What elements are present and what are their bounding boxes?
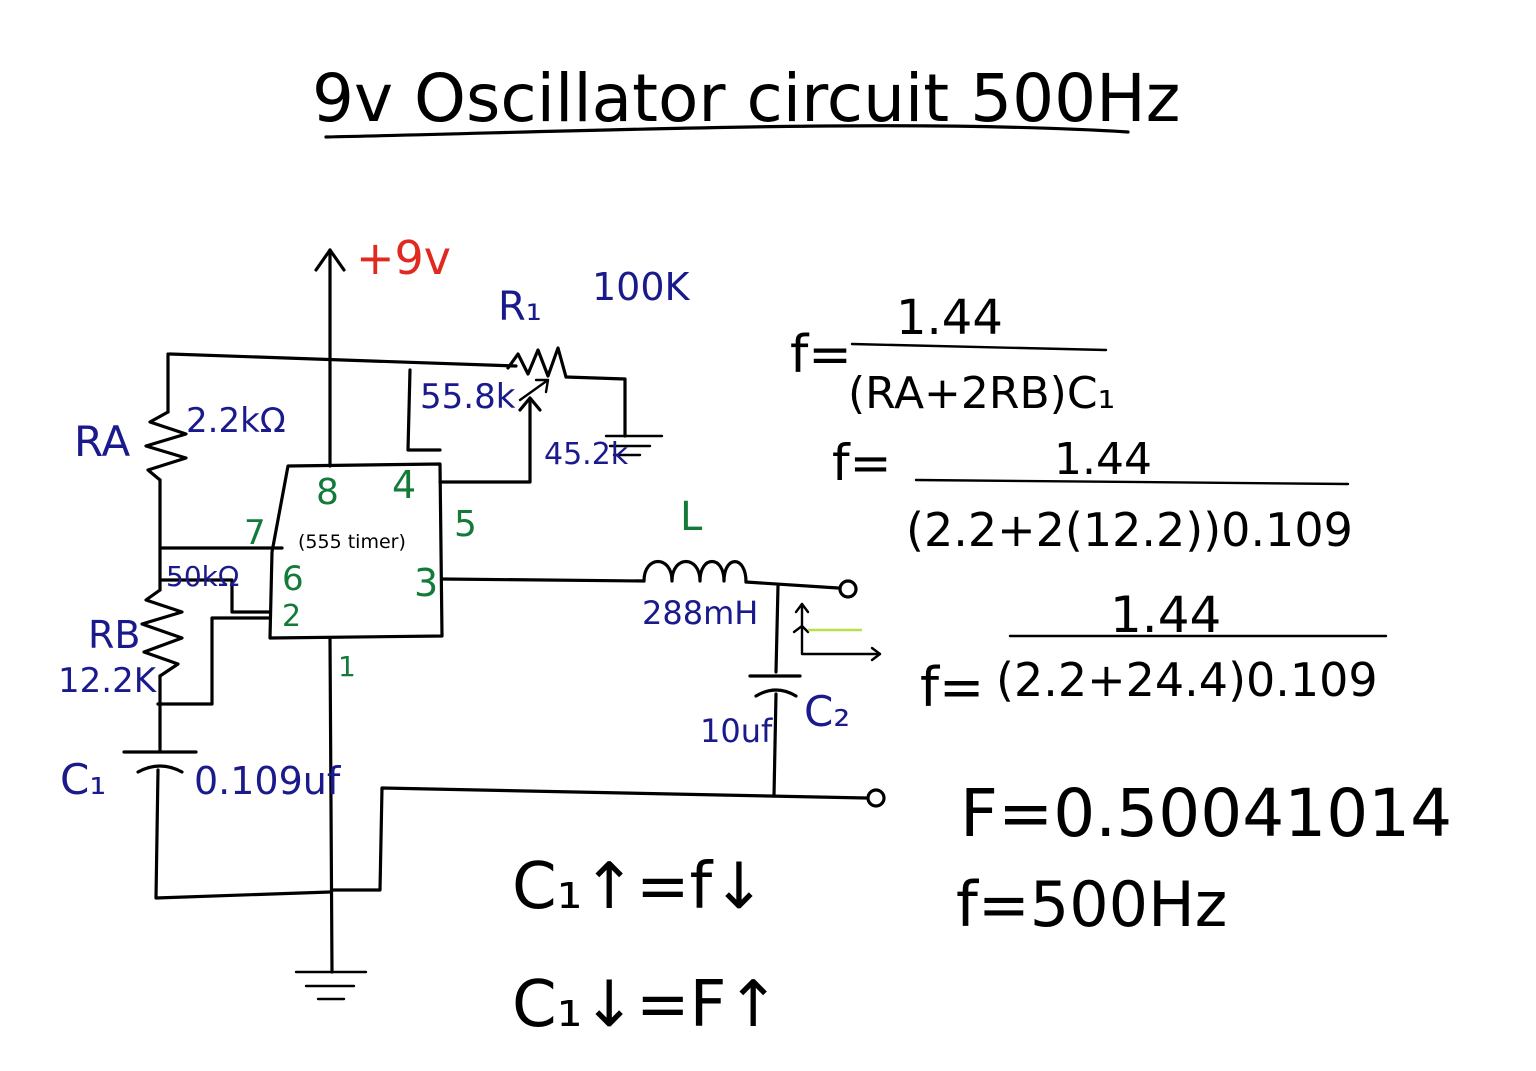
resistor-rb [140, 588, 184, 678]
pin-6: 6 [282, 559, 304, 599]
eq1-numerator: 1.44 [896, 290, 1003, 346]
eq2-numerator: 1.44 [1054, 434, 1152, 485]
rb-value: 12.2K [58, 661, 158, 701]
chip-label: (555 timer) [298, 531, 406, 553]
page-title: 9v Oscillator circuit 500Hz [312, 60, 1180, 137]
c1-value: 0.109uf [194, 759, 342, 803]
ra-label: RA [74, 417, 130, 466]
result-hertz: f=500Hz [956, 868, 1227, 941]
inductor-value: 288mH [642, 594, 758, 632]
eq1-lhs: f= [790, 325, 852, 385]
pin-8: 8 [316, 472, 339, 513]
output-waveform-icon [792, 602, 882, 662]
pin-3: 3 [414, 561, 438, 605]
inductor-coil [642, 560, 748, 584]
eq3-denominator: (2.2+24.4)0.109 [996, 653, 1378, 707]
pin-2: 2 [282, 599, 301, 634]
pin-1: 1 [338, 650, 356, 683]
rule-c1-down: C₁↓=F↑ [512, 968, 780, 1042]
c1-label: C₁ [60, 755, 106, 804]
r1-label: R₁ [498, 284, 542, 330]
eq2-lhs: f= [832, 434, 892, 492]
r1-value: 100K [592, 265, 691, 309]
resistor-r1 [506, 346, 568, 379]
ra-value: 2.2kΩ [186, 401, 286, 441]
eq3-numerator: 1.44 [1110, 586, 1221, 644]
pin-5: 5 [454, 504, 477, 545]
eq1-fraction-bar [850, 342, 1108, 352]
result-decimal: F=0.50041014 [960, 775, 1452, 852]
eq2-denominator: (2.2+2(12.2))0.109 [906, 503, 1353, 557]
eq3-lhs: f= [920, 656, 984, 719]
title-underline [324, 124, 1130, 139]
supply-label: +9v [356, 231, 451, 285]
pin-4: 4 [392, 463, 416, 507]
circuit-wiring [122, 248, 886, 1001]
timer-chip [268, 462, 444, 640]
resistor-ra [144, 410, 188, 482]
pot-label: 50kΩ [166, 560, 239, 593]
r1-split-b: 45.2k [544, 437, 629, 472]
r1-wiper-arrow [518, 378, 550, 402]
rb-label: RB [88, 613, 140, 657]
rule-c1-up: C₁↑=f↓ [512, 850, 766, 924]
r1-split-a: 55.8k [420, 377, 516, 417]
eq1-denominator: (RA+2RB)C₁ [848, 368, 1115, 419]
pin-7: 7 [244, 513, 266, 553]
c2-value: 10uf [700, 712, 773, 750]
eq2-fraction-bar [914, 478, 1350, 486]
c2-label: C₂ [804, 687, 850, 736]
inductor-label: L [680, 494, 703, 540]
